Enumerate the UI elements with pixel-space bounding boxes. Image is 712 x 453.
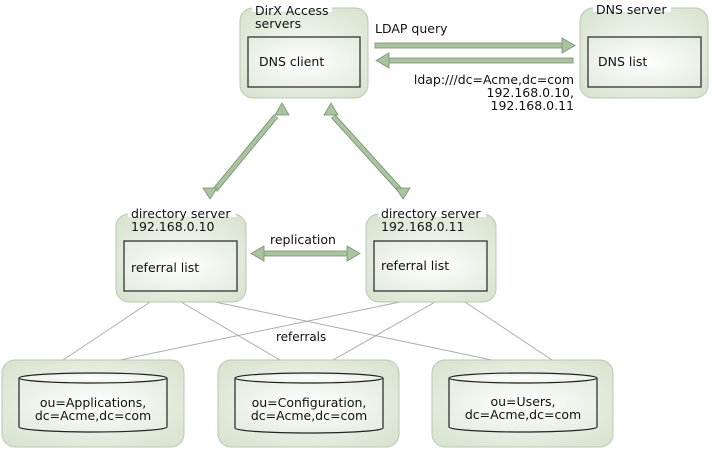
ds1-title: directory server — [131, 206, 231, 221]
dns-list-label: DNS list — [598, 54, 647, 69]
dirx-ds1-arrowhead-top-icon — [274, 102, 290, 116]
dns-response-line3: 192.168.0.11 — [491, 98, 575, 113]
database-cylinder-icon — [18, 372, 168, 433]
partition-applications-line1: ou=Applications, — [40, 395, 146, 410]
partition-configuration-line2: dc=Acme,dc=com — [251, 408, 367, 423]
replication-arrowhead-left-icon — [250, 245, 265, 262]
directory-server-1-node: directory server 192.168.0.10 referral l… — [115, 206, 247, 303]
dirx-ds2-arrow — [323, 102, 411, 200]
ds2-title-background — [378, 207, 486, 217]
dns-response-arrow-shaft — [385, 57, 574, 64]
database-cylinder-icon — [448, 372, 598, 433]
partition-applications-line2: dc=Acme,dc=com — [35, 408, 151, 423]
partition-users-line1: ou=Users, — [490, 394, 555, 409]
partition-configuration-line1: ou=Configuration, — [252, 395, 367, 410]
dns-response-line2: 192.168.0.10, — [487, 85, 574, 100]
replication-arrow: replication — [250, 232, 361, 262]
dirx-title-line2: servers — [255, 16, 301, 31]
link-ds1-configuration — [180, 301, 281, 361]
partition-configuration-node: ou=Configuration, dc=Acme,dc=com — [217, 359, 400, 448]
replication-label: replication — [270, 232, 336, 247]
dirx-ds2-arrow-shaft-fill — [331, 114, 402, 192]
database-cylinder-icon — [234, 372, 384, 434]
dns-server-title: DNS server — [596, 2, 667, 17]
ldap-query-arrow-shaft — [374, 42, 566, 49]
link-ds1-users — [214, 301, 493, 361]
ds1-ip: 192.168.0.10 — [131, 219, 215, 234]
directory-server-2-node: directory server 192.168.0.11 referral l… — [365, 206, 497, 303]
dirx-ds2-arrowhead-top-icon — [323, 102, 339, 116]
dirx-access-servers-node: DirX Access servers DNS client — [239, 2, 369, 99]
ds2-ip: 192.168.0.11 — [381, 219, 465, 234]
partition-users-line2: dc=Acme,dc=com — [465, 407, 581, 422]
ds1-referral-list-label: referral list — [131, 260, 199, 275]
ds2-referral-list-label: referral list — [381, 258, 449, 273]
dns-response-line1: ldap:///dc=Acme,dc=com — [414, 72, 574, 87]
ds1-referral-list-box — [123, 240, 238, 292]
dns-response-arrow: ldap:///dc=Acme,dc=com 192.168.0.10, 192… — [375, 52, 575, 113]
ds1-title-background — [128, 207, 236, 217]
ldap-query-arrowhead-icon — [561, 37, 576, 54]
link-ds2-users — [464, 301, 553, 361]
dns-response-arrowhead-icon — [375, 52, 390, 69]
dns-client-box — [247, 36, 361, 88]
dirx-ds2-arrowhead-bottom-icon — [395, 187, 411, 200]
dirx-title-line1: DirX Access — [255, 3, 329, 18]
dirx-ds1-arrow-shaft-fill — [213, 114, 278, 192]
dns-list-box — [587, 36, 702, 88]
ds2-title: directory server — [381, 206, 481, 221]
dns-server-title-background — [593, 2, 671, 12]
partition-users-node: ou=Users, dc=Acme,dc=com — [431, 359, 614, 448]
referrals-label: referrals — [276, 330, 326, 344]
dns-client-label: DNS client — [259, 54, 324, 69]
dirx-title-background — [252, 2, 332, 12]
dirx-ds1-arrow — [202, 102, 290, 200]
ds2-referral-list-box — [373, 240, 488, 292]
link-ds2-configuration — [332, 301, 436, 361]
referral-links — [62, 301, 553, 361]
ldap-query-label: LDAP query — [375, 21, 448, 36]
link-ds1-applications — [62, 301, 151, 361]
dirx-ds1-arrowhead-bottom-icon — [202, 187, 218, 200]
link-ds2-applications — [119, 301, 401, 361]
dns-server-node: DNS server DNS list — [579, 2, 709, 99]
replication-arrowhead-right-icon — [346, 245, 361, 262]
ldap-query-arrow: LDAP query — [374, 21, 576, 54]
partition-applications-node: ou=Applications, dc=Acme,dc=com — [1, 359, 185, 448]
replication-arrow-shaft — [261, 250, 351, 257]
